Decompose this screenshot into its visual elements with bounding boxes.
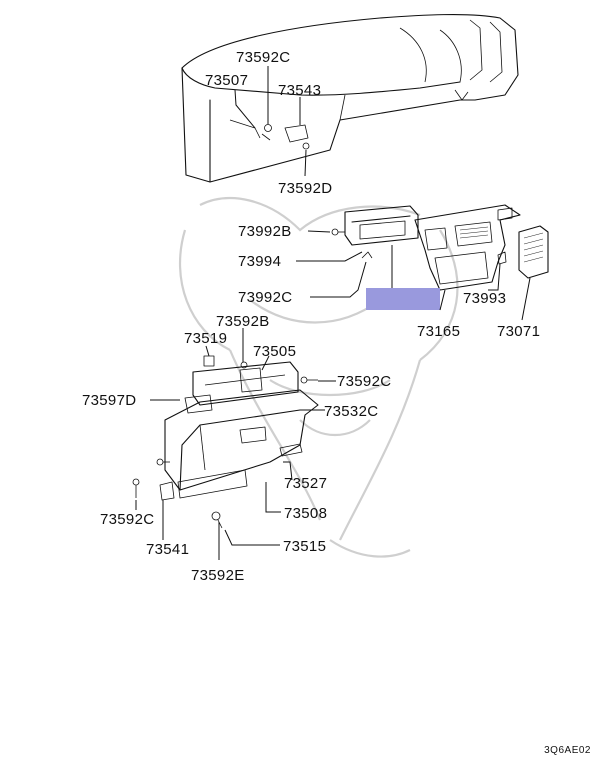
part-label-73071: 73071 — [497, 323, 540, 340]
part-label-73592E: 73592E — [191, 567, 245, 584]
part-label-73597D: 73597D — [82, 392, 136, 409]
part-labels: 73592C 73507 73543 73592D 73992B 73994 7… — [82, 49, 540, 584]
diagram-code: 3Q6AE02 — [544, 745, 591, 756]
part-label-73505: 73505 — [253, 343, 296, 360]
part-label-73165: 73165 — [417, 323, 460, 340]
part-label-73592C-left: 73592C — [100, 511, 154, 528]
highlight-box — [366, 288, 440, 310]
instrument-panel-drawing — [181, 14, 519, 183]
part-label-73541: 73541 — [146, 541, 189, 558]
part-label-73592C-top: 73592C — [236, 49, 290, 66]
part-label-73527: 73527 — [284, 475, 327, 492]
leader-lines — [135, 66, 531, 560]
part-label-73592D: 73592D — [278, 180, 332, 197]
part-label-73519: 73519 — [184, 330, 227, 347]
part-label-73515: 73515 — [283, 538, 326, 555]
glove-box-drawing — [132, 355, 319, 529]
part-label-73592B: 73592B — [216, 313, 270, 330]
part-label-73592C-mid: 73592C — [337, 373, 391, 390]
part-label-73532C: 73532C — [324, 403, 378, 420]
part-label-73993: 73993 — [463, 290, 506, 307]
part-label-73543: 73543 — [278, 82, 321, 99]
part-label-73994: 73994 — [238, 253, 281, 270]
part-label-73507: 73507 — [205, 72, 248, 89]
watermark-emblem — [178, 197, 459, 558]
part-label-73508: 73508 — [284, 505, 327, 522]
part-label-73992B: 73992B — [238, 223, 292, 240]
part-label-73992C: 73992C — [238, 289, 292, 306]
center-panel-drawing — [331, 204, 549, 291]
